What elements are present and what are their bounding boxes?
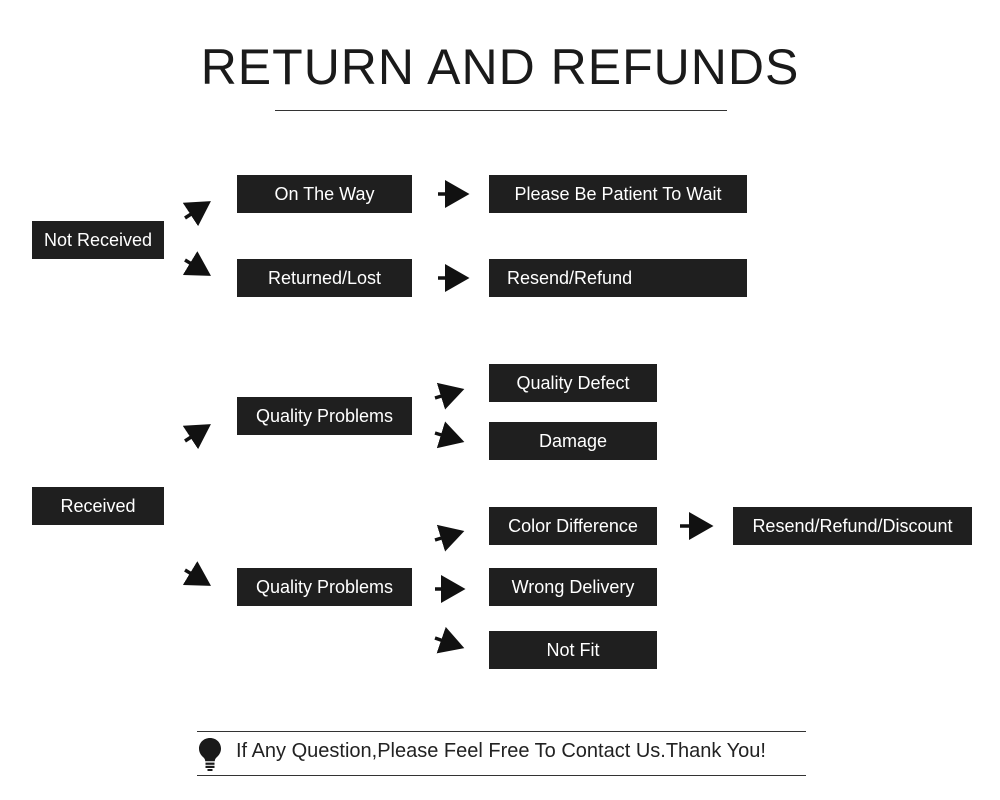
box-quality-problems-1: Quality Problems — [237, 397, 412, 435]
title-divider — [275, 110, 727, 111]
box-wrong-delivery: Wrong Delivery — [489, 568, 657, 606]
box-damage: Damage — [489, 422, 657, 460]
arrow-qp2-to-not-fit — [434, 626, 465, 654]
box-on-the-way: On The Way — [237, 175, 412, 213]
arrow-not-received-to-returned-lost — [182, 251, 211, 276]
footer-contact-text: If Any Question,Please Feel Free To Cont… — [236, 740, 766, 762]
box-quality-problems-2: Quality Problems — [237, 568, 412, 606]
box-not-received: Not Received — [32, 221, 164, 259]
box-color-difference: Color Difference — [489, 507, 657, 545]
box-resend-refund: Resend/Refund — [489, 259, 747, 297]
arrow-received-to-quality-problems-1 — [182, 424, 211, 450]
box-returned-lost: Returned/Lost — [237, 259, 412, 297]
arrow-qp1-to-quality-defect — [434, 382, 465, 410]
footer-bottom-rule — [197, 775, 806, 776]
arrow-qp2-to-color-difference — [434, 524, 465, 552]
box-resend-refund-discount: Resend/Refund/Discount — [733, 507, 972, 545]
box-quality-defect: Quality Defect — [489, 364, 657, 402]
lightbulb-icon — [199, 738, 221, 771]
arrow-qp1-to-damage — [434, 421, 465, 449]
arrow-not-received-to-on-the-way — [182, 201, 211, 227]
page-title: RETURN AND REFUNDS — [200, 39, 800, 95]
box-received: Received — [32, 487, 164, 525]
box-not-fit: Not Fit — [489, 631, 657, 669]
arrow-received-to-quality-problems-2 — [182, 561, 211, 586]
box-please-wait: Please Be Patient To Wait — [489, 175, 747, 213]
footer-top-rule — [197, 731, 806, 732]
